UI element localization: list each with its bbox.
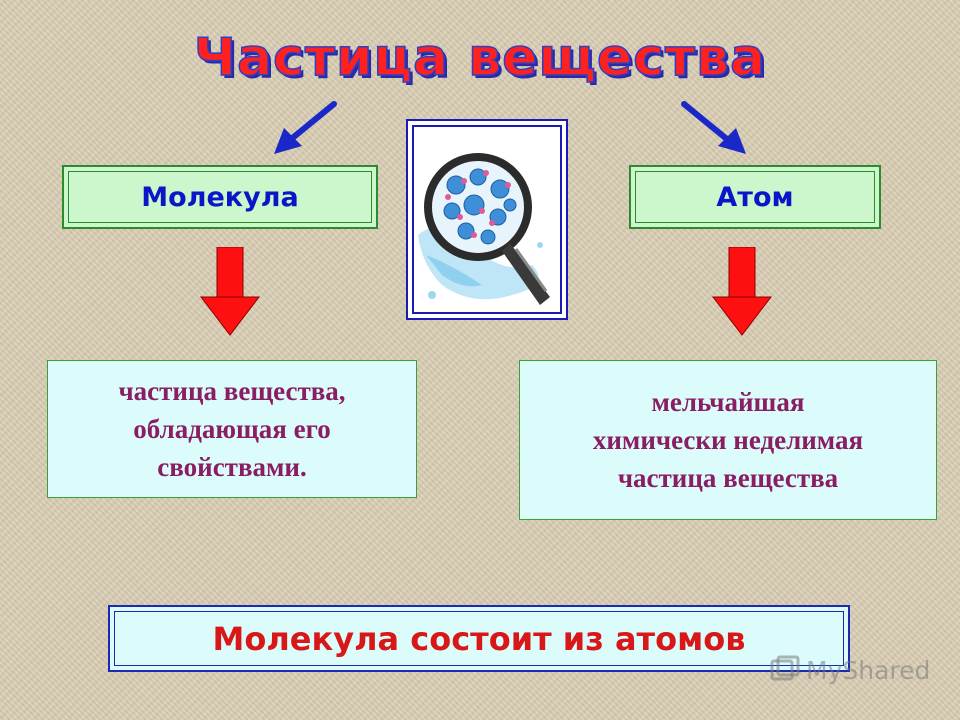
- term-atom-box: Атом: [629, 165, 881, 229]
- molecule-definition-box: частица вещества, обладающая его свойств…: [47, 360, 417, 498]
- atom-definition-text: мельчайшая химически неделимая частица в…: [592, 387, 864, 493]
- page-title: Частица вещества: [193, 27, 767, 89]
- mysharednet-logo-icon: [770, 655, 800, 681]
- conclusion-box: Молекула состоит из атомов: [108, 605, 850, 672]
- molecule-definition-text: частица вещества, обладающая его свойств…: [118, 376, 346, 482]
- arrow-down-atom: [711, 247, 773, 336]
- illustration-frame: [406, 119, 568, 320]
- term-molecule-label: Молекула: [141, 181, 299, 213]
- watermark-text: MyShared: [806, 655, 931, 685]
- atom-definition-box: мельчайшая химически неделимая частица в…: [519, 360, 937, 520]
- arrow-down-molecule: [199, 247, 261, 336]
- watermark: MyShared: [770, 655, 930, 685]
- term-atom-label: Атом: [716, 181, 794, 213]
- arrow-to-molecule: [274, 101, 337, 154]
- magnifying-glass-molecules-icon: [418, 153, 550, 305]
- conclusion-text: Молекула состоит из атомов: [212, 619, 746, 658]
- term-molecule-box: Молекула: [62, 165, 378, 229]
- arrow-to-atom: [681, 101, 746, 154]
